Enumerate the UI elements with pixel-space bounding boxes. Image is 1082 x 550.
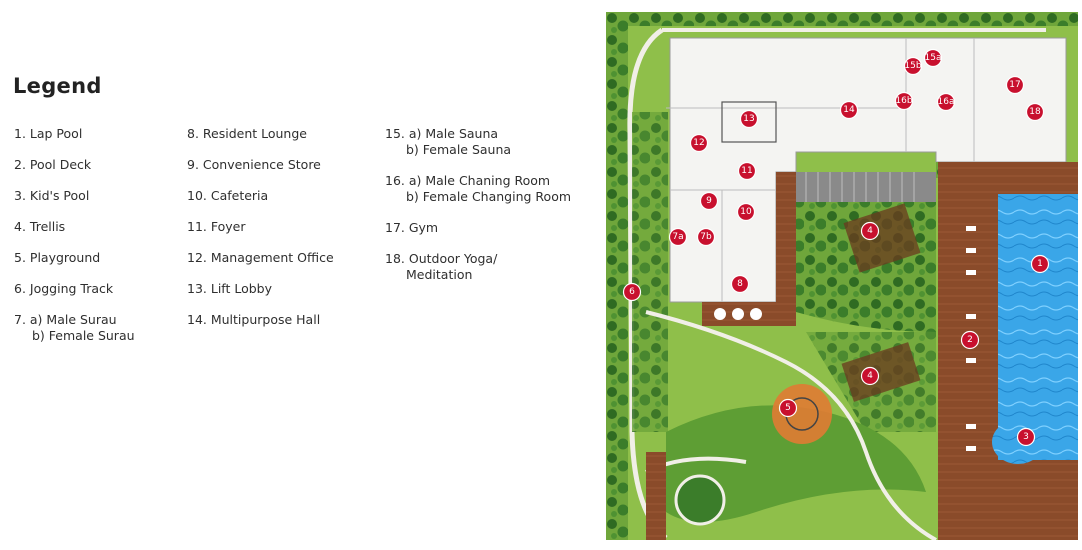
south-west-deck xyxy=(646,452,666,540)
svg-text:6: 6 xyxy=(629,287,635,297)
svg-text:12: 12 xyxy=(693,138,704,148)
marker-11: 11 xyxy=(737,161,757,181)
marker-15b: 15b xyxy=(903,56,923,76)
west-tree-border xyxy=(606,12,628,540)
legend-item-kids-pool: 3. Kid's Pool xyxy=(14,188,90,203)
svg-text:2: 2 xyxy=(967,335,973,345)
svg-text:11: 11 xyxy=(741,166,752,176)
legend-item-gym: 17. Gym xyxy=(385,220,439,235)
svg-text:1: 1 xyxy=(1037,259,1043,269)
legend-item-management-office: 12. Management Office xyxy=(187,250,334,265)
legend-title: Legend xyxy=(13,74,102,98)
legend-item-foyer: 11. Foyer xyxy=(187,219,246,234)
legend-item-lift-lobby: 13. Lift Lobby xyxy=(187,281,273,296)
svg-text:5: 5 xyxy=(785,403,791,413)
svg-text:7a: 7a xyxy=(672,232,683,242)
svg-text:13: 13 xyxy=(743,114,754,124)
marker-9: 9 xyxy=(699,191,719,211)
marker-17: 17 xyxy=(1005,75,1025,95)
svg-text:15a: 15a xyxy=(925,53,942,63)
stepping-stone xyxy=(732,308,744,320)
stepping-stone xyxy=(714,308,726,320)
kids-pool xyxy=(992,420,1044,464)
svg-text:15b: 15b xyxy=(904,61,921,71)
marker-5: 5 xyxy=(778,398,798,418)
marker-8: 8 xyxy=(730,274,750,294)
legend-item-changing-room: 16. a) Male Chaning Room b) Female Chang… xyxy=(385,173,572,204)
playground-circle xyxy=(772,384,832,444)
north-tree-border xyxy=(606,12,1078,26)
marker-7b: 7b xyxy=(696,227,716,247)
marker-14: 14 xyxy=(839,100,859,120)
marker-4-south: 4 xyxy=(860,366,880,386)
svg-text:8: 8 xyxy=(737,279,743,289)
site-plan-map: 1 2 3 4 4 5 6 7a 7b 8 9 10 11 12 13 14 1… xyxy=(606,12,1078,540)
feature-tree xyxy=(674,474,726,526)
svg-text:4: 4 xyxy=(867,371,873,381)
marker-16a: 16a xyxy=(936,92,956,112)
marker-18: 18 xyxy=(1025,102,1045,122)
svg-text:4: 4 xyxy=(867,226,873,236)
svg-text:17: 17 xyxy=(1009,80,1020,90)
legend-column-2: 8. Resident Lounge 9. Convenience Store … xyxy=(187,126,334,343)
marker-13: 13 xyxy=(739,109,759,129)
legend-item-sauna: 15. a) Male Sauna b) Female Sauna xyxy=(385,126,512,157)
trellis-north xyxy=(843,203,921,273)
garden-path xyxy=(645,310,937,540)
marker-6: 6 xyxy=(622,282,642,302)
legend-item-resident-lounge: 8. Resident Lounge xyxy=(187,126,307,141)
legend-item-surau: 7. a) Male Surau b) Female Surau xyxy=(14,312,135,343)
legend-item-lap-pool: 1. Lap Pool xyxy=(14,126,83,141)
legend-column-3: 15. a) Male Sauna b) Female Sauna 16. a)… xyxy=(385,126,571,298)
legend-item-pool-deck: 2. Pool Deck xyxy=(14,157,92,172)
legend-item-convenience-store: 9. Convenience Store xyxy=(187,157,321,172)
marker-16b: 16b xyxy=(894,91,914,111)
marker-7a: 7a xyxy=(668,227,688,247)
svg-text:16b: 16b xyxy=(895,96,912,106)
svg-text:7b: 7b xyxy=(700,232,712,242)
legend-column-1: 1. Lap Pool 2. Pool Deck 3. Kid's Pool 4… xyxy=(14,126,135,359)
west-trees xyxy=(632,112,668,432)
svg-text:14: 14 xyxy=(843,105,855,115)
legend-item-playground: 5. Playground xyxy=(14,250,101,265)
marker-12: 12 xyxy=(689,133,709,153)
stepping-stone xyxy=(750,308,762,320)
legend-item-trellis: 4. Trellis xyxy=(14,219,66,234)
trellis-south xyxy=(841,342,921,402)
marker-1: 1 xyxy=(1030,254,1050,274)
legend-item-jogging-track: 6. Jogging Track xyxy=(14,281,114,296)
svg-text:16a: 16a xyxy=(938,97,955,107)
west-deck xyxy=(776,172,796,312)
legend-item-multipurpose-hall: 14. Multipurpose Hall xyxy=(187,312,321,327)
lift-core xyxy=(721,101,777,143)
svg-text:9: 9 xyxy=(706,196,712,206)
svg-text:18: 18 xyxy=(1029,107,1041,117)
marker-3: 3 xyxy=(1016,427,1036,447)
marker-15a: 15a xyxy=(923,48,943,68)
svg-text:10: 10 xyxy=(740,207,752,217)
legend-item-outdoor-yoga: 18. Outdoor Yoga/ Meditation xyxy=(385,251,498,282)
legend-item-cafeteria: 10. Cafeteria xyxy=(187,188,269,203)
lap-pool xyxy=(998,194,1078,460)
marker-2: 2 xyxy=(960,330,980,350)
marker-4-north: 4 xyxy=(860,221,880,241)
marker-10: 10 xyxy=(736,202,756,222)
svg-text:3: 3 xyxy=(1023,432,1029,442)
